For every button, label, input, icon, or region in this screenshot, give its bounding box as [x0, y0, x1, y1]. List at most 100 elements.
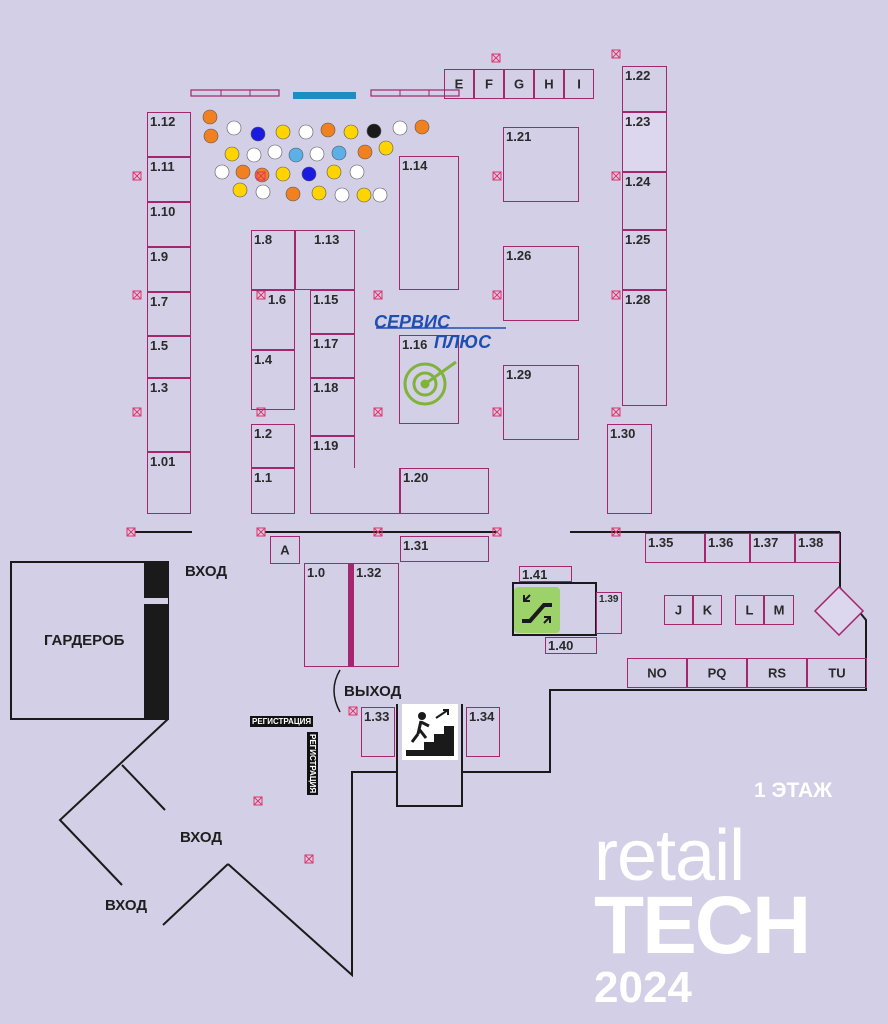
booth-1-39[interactable]: 1.39 — [596, 592, 622, 634]
booth-1-01[interactable]: 1.01 — [147, 452, 191, 514]
booth-label: E — [454, 76, 464, 92]
booth-1-8[interactable]: 1.8 — [251, 230, 295, 290]
diamond-booth — [813, 585, 865, 637]
booth-e[interactable]: E — [444, 69, 474, 99]
booth-label: 1.8 — [254, 232, 273, 247]
booth-1-2[interactable]: 1.2 — [251, 424, 295, 468]
marker-icon — [348, 706, 358, 716]
booth-label: 1.24 — [625, 174, 651, 189]
seat — [334, 187, 350, 203]
booth-label: 1.31 — [403, 538, 429, 553]
booth-g[interactable]: G — [504, 69, 534, 99]
booth-1-29[interactable]: 1.29 — [503, 365, 579, 440]
marker-icon — [492, 290, 502, 300]
booth-1-14[interactable]: 1.14 — [399, 156, 459, 290]
marker-icon — [611, 290, 621, 300]
booth-1-11[interactable]: 1.11 — [147, 157, 191, 202]
booth-label: 1.41 — [522, 567, 548, 582]
booth-1-22[interactable]: 1.22 — [622, 66, 667, 112]
booth-1-9[interactable]: 1.9 — [147, 247, 191, 292]
booth-label: 1.6 — [268, 292, 287, 307]
booth-label: 1.28 — [625, 292, 651, 307]
booth-1-3[interactable]: 1.3 — [147, 378, 191, 452]
booth-pq[interactable]: PQ — [687, 658, 747, 688]
seat — [301, 166, 317, 182]
seat — [275, 166, 291, 182]
marker-icon — [491, 53, 501, 63]
booth-label: 1.12 — [150, 114, 176, 129]
marker-icon — [373, 527, 383, 537]
booth-1-15[interactable]: 1.15 — [310, 290, 355, 334]
seat — [214, 164, 230, 180]
booth-j[interactable]: J — [664, 595, 693, 625]
seat — [311, 185, 327, 201]
booth-1-6[interactable]: 1.6 — [251, 290, 295, 350]
seating-area — [202, 109, 430, 203]
marker-icon — [132, 290, 142, 300]
booth-no[interactable]: NO — [627, 658, 687, 688]
booth-1-23[interactable]: 1.23 — [622, 112, 667, 172]
booth-1-37[interactable]: 1.37 — [750, 533, 795, 563]
booth-1-13[interactable]: 1.13 — [295, 230, 355, 290]
booth-1-36[interactable]: 1.36 — [705, 533, 750, 563]
booth-label: 1.23 — [625, 114, 651, 129]
booth-1-33[interactable]: 1.33 — [361, 707, 395, 757]
booth-m[interactable]: M — [764, 595, 794, 625]
booth-1-12[interactable]: 1.12 — [147, 112, 191, 157]
booth-label: 1.19 — [313, 438, 339, 453]
seat — [356, 187, 372, 203]
booth-1-10[interactable]: 1.10 — [147, 202, 191, 247]
booth-l[interactable]: L — [735, 595, 764, 625]
booth-1-35[interactable]: 1.35 — [645, 533, 705, 563]
booth-1-24[interactable]: 1.24 — [622, 172, 667, 230]
marker-icon — [132, 171, 142, 181]
booth-1-28[interactable]: 1.28 — [622, 290, 667, 406]
booth-1-18[interactable]: 1.18 — [310, 378, 355, 436]
booth-label: NO — [647, 665, 667, 681]
booth-i[interactable]: I — [564, 69, 594, 99]
booth-1-1[interactable]: 1.1 — [251, 468, 295, 514]
seat — [235, 164, 251, 180]
booth-h[interactable]: H — [534, 69, 564, 99]
booth-1-19-base[interactable] — [310, 468, 400, 514]
marker-icon — [126, 527, 136, 537]
booth-1-25[interactable]: 1.25 — [622, 230, 667, 290]
booth-1-17[interactable]: 1.17 — [310, 334, 355, 378]
booth-1-19[interactable]: 1.19 — [310, 436, 355, 468]
booth-1-21[interactable]: 1.21 — [503, 127, 579, 202]
booth-1-7[interactable]: 1.7 — [147, 292, 191, 336]
seat — [349, 164, 365, 180]
seat — [250, 126, 266, 142]
booth-1-5[interactable]: 1.5 — [147, 336, 191, 378]
booth-label: 1.01 — [150, 454, 176, 469]
booth-1-41[interactable]: 1.41 — [519, 566, 572, 582]
booth-label: 1.7 — [150, 294, 169, 309]
booth-k[interactable]: K — [693, 595, 722, 625]
booth-label: H — [544, 76, 554, 92]
booth-1-31[interactable]: 1.31 — [400, 536, 489, 562]
seat — [326, 164, 342, 180]
booth-1-40[interactable]: 1.40 — [545, 637, 597, 654]
booth-1-38[interactable]: 1.38 — [795, 533, 840, 563]
escalator-icon — [514, 587, 560, 633]
booth-1-32[interactable]: 1.32 — [353, 563, 399, 667]
booth-1-26[interactable]: 1.26 — [503, 246, 579, 321]
booth-1-30[interactable]: 1.30 — [607, 424, 652, 514]
booth-1-16[interactable]: 1.16 — [399, 335, 459, 424]
marker-icon — [611, 171, 621, 181]
seat — [343, 124, 359, 140]
booth-f[interactable]: F — [474, 69, 504, 99]
entrance-label-main: ВХОД — [185, 563, 228, 580]
seat — [202, 109, 218, 125]
booth-tu[interactable]: TU — [807, 658, 867, 688]
booth-rs[interactable]: RS — [747, 658, 807, 688]
marker-icon — [253, 796, 263, 806]
booth-1-0[interactable]: 1.0 — [304, 563, 349, 667]
booth-label: 1.15 — [313, 292, 339, 307]
booth-a[interactable]: A — [270, 536, 300, 564]
booth-1-20[interactable]: 1.20 — [400, 468, 489, 514]
booth-1-4[interactable]: 1.4 — [251, 350, 295, 410]
marker-icon — [304, 854, 314, 864]
booth-1-34[interactable]: 1.34 — [466, 707, 500, 757]
